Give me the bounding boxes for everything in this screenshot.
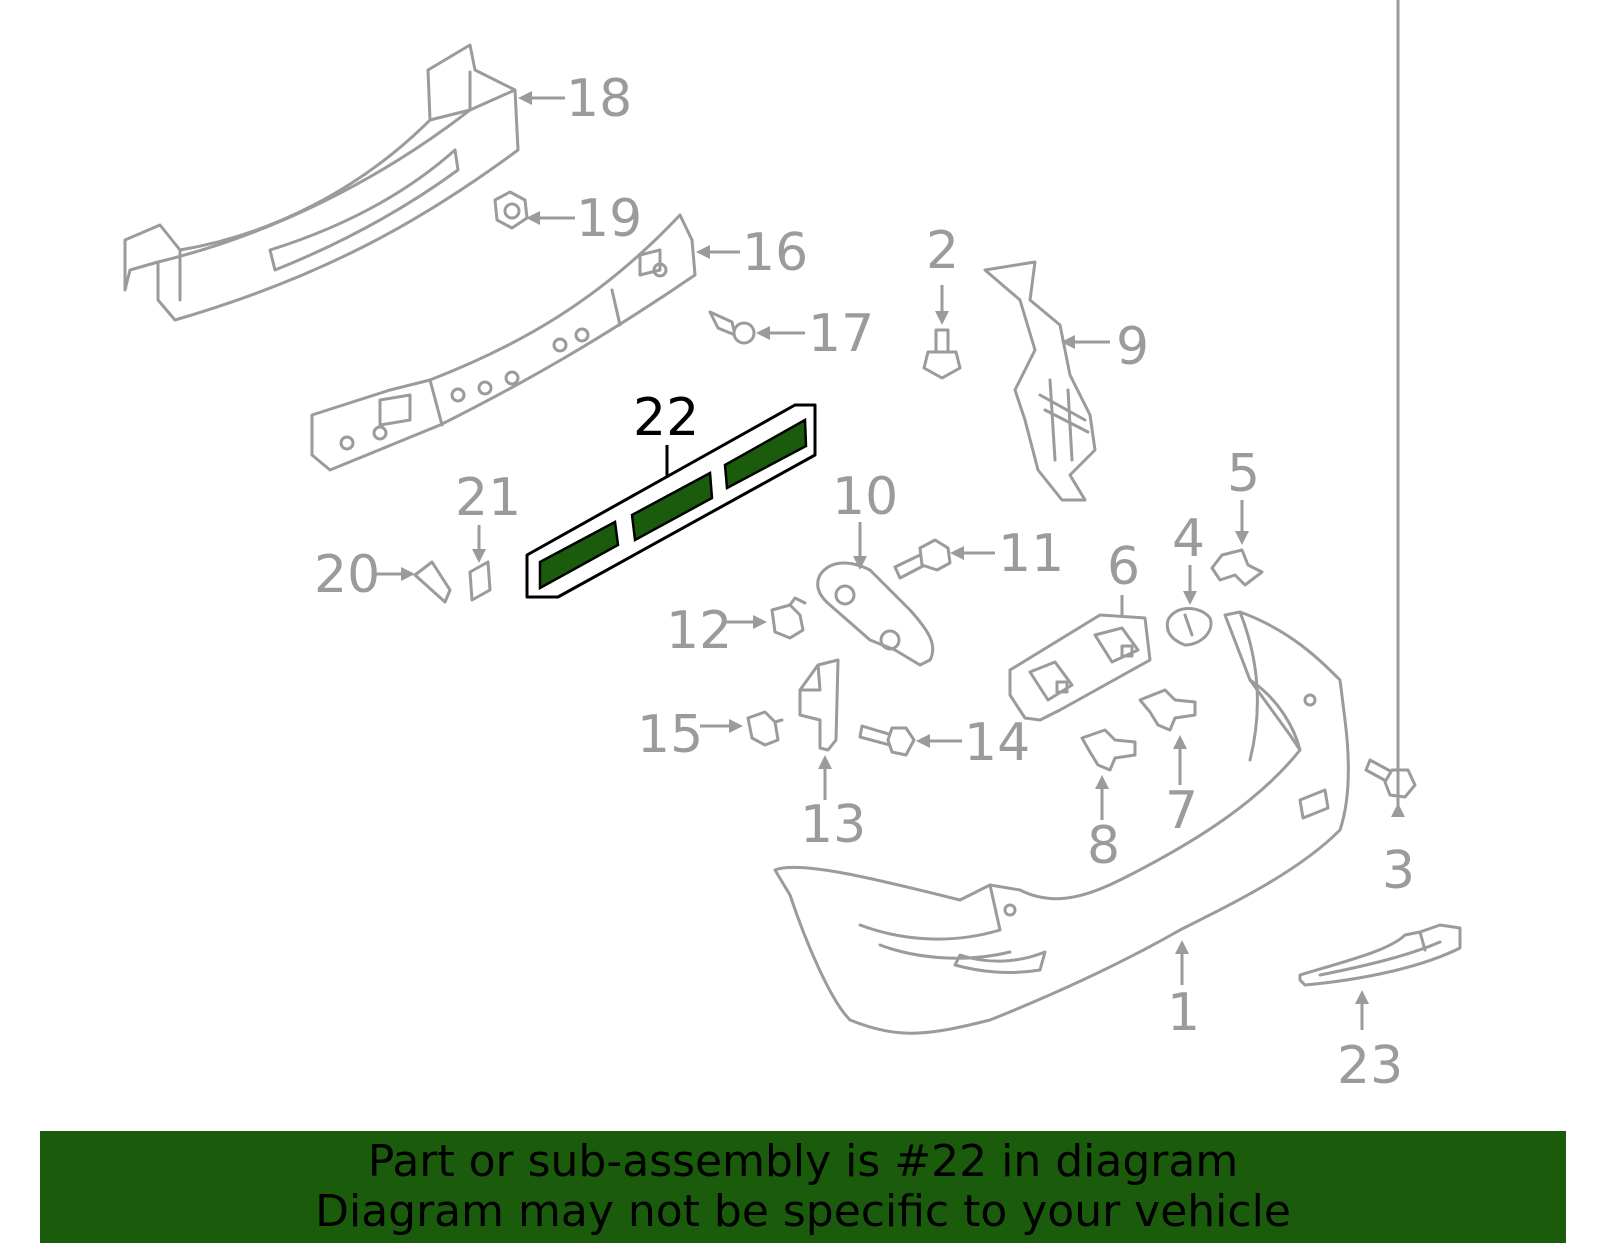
part-13-bracket [798, 658, 840, 752]
leader-18: 18 [518, 69, 632, 129]
part-11-bolt [893, 538, 952, 580]
callout-21: 21 [455, 468, 521, 528]
leader-9: 9 [1061, 317, 1149, 377]
leader-21: 21 [455, 468, 521, 563]
part-15-push-clip [746, 710, 784, 747]
leader-17: 17 [756, 304, 874, 364]
part-19-nut [493, 190, 529, 230]
leader-1: 1 [1167, 940, 1200, 1043]
callout-23: 23 [1337, 1036, 1403, 1096]
callout-7: 7 [1165, 781, 1198, 841]
banner-line-2: Diagram may not be specific to your vehi… [315, 1186, 1291, 1237]
callout-19: 19 [576, 189, 642, 249]
part-23-reflector [1298, 923, 1462, 987]
callout-17: 17 [808, 304, 874, 364]
part-7-clip [1138, 688, 1197, 732]
leader-5: 5 [1227, 444, 1260, 545]
part-2-bolt [922, 328, 962, 380]
callout-16: 16 [742, 223, 808, 283]
banner-line-1: Part or sub-assembly is #22 in diagram [367, 1136, 1239, 1187]
callout-6: 6 [1107, 537, 1140, 597]
callout-14: 14 [964, 713, 1030, 773]
part-12-push-clip [770, 596, 807, 640]
leader-8: 8 [1087, 775, 1120, 876]
callout-22: 22 [633, 388, 699, 448]
leader-6: 6 [1107, 537, 1140, 615]
callout-4: 4 [1172, 509, 1205, 569]
callout-3: 3 [1382, 841, 1415, 901]
part-4-grommet [1165, 607, 1213, 647]
callout-15: 15 [637, 705, 703, 765]
callout-2: 2 [926, 221, 959, 281]
leader-16: 16 [696, 223, 808, 283]
part-21-label [468, 560, 492, 602]
callout-1: 1 [1167, 983, 1200, 1043]
part-18-reinforcement-beam [123, 43, 520, 322]
part-3-bolt [1364, 758, 1417, 799]
strip-segment-3 [723, 417, 808, 490]
strip-segment-2 [630, 470, 714, 542]
part-20-tag [413, 560, 452, 604]
part-8-clip [1080, 728, 1137, 772]
info-banner: Part or sub-assembly is #22 in diagram D… [40, 1131, 1566, 1243]
part-17-bolt [708, 310, 756, 345]
callout-5: 5 [1227, 444, 1260, 504]
part-5-clip [1210, 548, 1264, 587]
part-9-bracket [983, 260, 1097, 502]
callout-11: 11 [998, 524, 1064, 584]
leader-10: 10 [832, 467, 898, 570]
part-22-highlighted-strip [525, 403, 817, 599]
callout-9: 9 [1116, 317, 1149, 377]
leader-19: 19 [526, 189, 642, 249]
callout-20: 20 [314, 545, 380, 605]
leader-11: 11 [950, 524, 1064, 584]
callout-12: 12 [666, 601, 732, 661]
leader-15: 15 [637, 705, 743, 765]
strip-segment-1 [538, 520, 620, 591]
leader-13: 13 [800, 755, 866, 855]
leader-3: 3 [1382, 0, 1415, 901]
callout-18: 18 [566, 69, 632, 129]
leader-7: 7 [1165, 735, 1198, 841]
leader-2: 2 [926, 221, 959, 325]
leader-14: 14 [916, 713, 1030, 773]
leader-23: 23 [1337, 990, 1403, 1096]
leader-12: 12 [666, 601, 767, 661]
part-1-bumper-cover [773, 610, 1350, 1035]
part-16-energy-absorber [310, 213, 697, 472]
part-10-pad [816, 561, 935, 667]
leader-20: 20 [314, 545, 415, 605]
callout-13: 13 [800, 795, 866, 855]
part-14-bolt [858, 724, 916, 757]
part-6-bracket [1008, 613, 1152, 722]
callout-10: 10 [832, 467, 898, 527]
callout-8: 8 [1087, 816, 1120, 876]
leader-4: 4 [1172, 509, 1205, 605]
